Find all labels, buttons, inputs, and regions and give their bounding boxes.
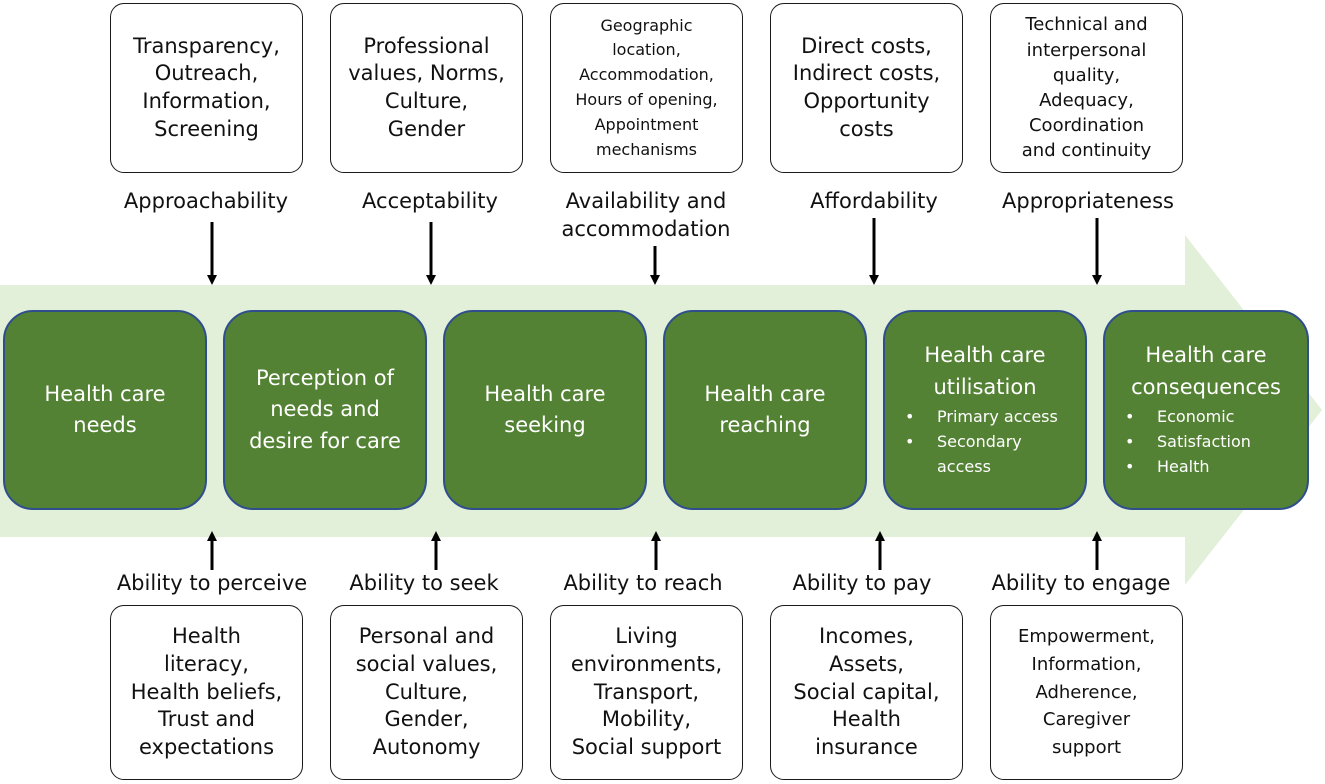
stage-title: Health care seeking (484, 381, 606, 438)
stage-title: Health care utilisation (924, 343, 1046, 399)
bullet-item: Satisfaction (1125, 430, 1251, 455)
label-ability-to-engage: Ability to engage (991, 571, 1171, 595)
label-ability-to-seek: Ability to seek (349, 571, 499, 595)
bullet-item: Economic (1125, 405, 1251, 430)
appropriateness-factors-box: Technical and interpersonal quality, Ade… (990, 3, 1183, 173)
bullet-item: Primary access (905, 405, 1058, 430)
ability-to-seek-factors-box: Personal and social values, Culture, Gen… (330, 605, 523, 780)
bullet-item: Secondary access (905, 430, 1058, 480)
stage-health-care-needs: Health care needs (3, 310, 207, 510)
stage-health-care-seeking: Health care seeking (443, 310, 647, 510)
stage-health-care-reaching: Health care reaching (663, 310, 867, 510)
label-appropriateness: Appropriateness (1002, 189, 1174, 213)
ability-to-engage-factors-box: Empowerment, Information, Adherence, Car… (990, 605, 1183, 780)
acceptability-factors-box: Professional values, Norms, Culture, Gen… (330, 3, 523, 173)
stage-health-care-utilisation: Health care utilisation Primary access S… (883, 310, 1087, 510)
ability-to-reach-factors-box: Living environments, Transport, Mobility… (550, 605, 743, 780)
label-ability-to-pay: Ability to pay (792, 571, 932, 595)
stage-title: Perception of needs and desire for care (249, 365, 401, 453)
ability-to-perceive-factors-box: Health literacy, Health beliefs, Trust a… (110, 605, 303, 780)
affordability-factors-box: Direct costs, Indirect costs, Opportunit… (770, 3, 963, 173)
label-acceptability: Acceptability (362, 189, 498, 213)
stage-title: Health care consequences (1131, 343, 1281, 399)
label-affordability: Affordability (810, 189, 938, 213)
bullet-item: Health (1125, 455, 1251, 480)
approachability-factors-box: Transparency, Outreach, Information, Scr… (110, 3, 303, 173)
label-availability-accommodation: Availability and accommodation (561, 189, 731, 241)
label-ability-to-reach: Ability to reach (563, 571, 723, 595)
stage-title: Health care reaching (704, 381, 826, 438)
availability-factors-box: Geographic location, Accommodation, Hour… (550, 3, 743, 173)
stage-title: Health care needs (44, 381, 166, 438)
ability-to-pay-factors-box: Incomes, Assets, Social capital, Health … (770, 605, 963, 780)
consequences-bullet-list: Economic Satisfaction Health (1125, 405, 1251, 479)
utilisation-bullet-list: Primary access Secondary access (905, 405, 1058, 479)
label-approachability: Approachability (123, 189, 289, 213)
stage-perception-of-needs: Perception of needs and desire for care (223, 310, 427, 510)
label-ability-to-perceive: Ability to perceive (116, 571, 308, 595)
stage-health-care-consequences: Health care consequences Economic Satisf… (1103, 310, 1309, 510)
